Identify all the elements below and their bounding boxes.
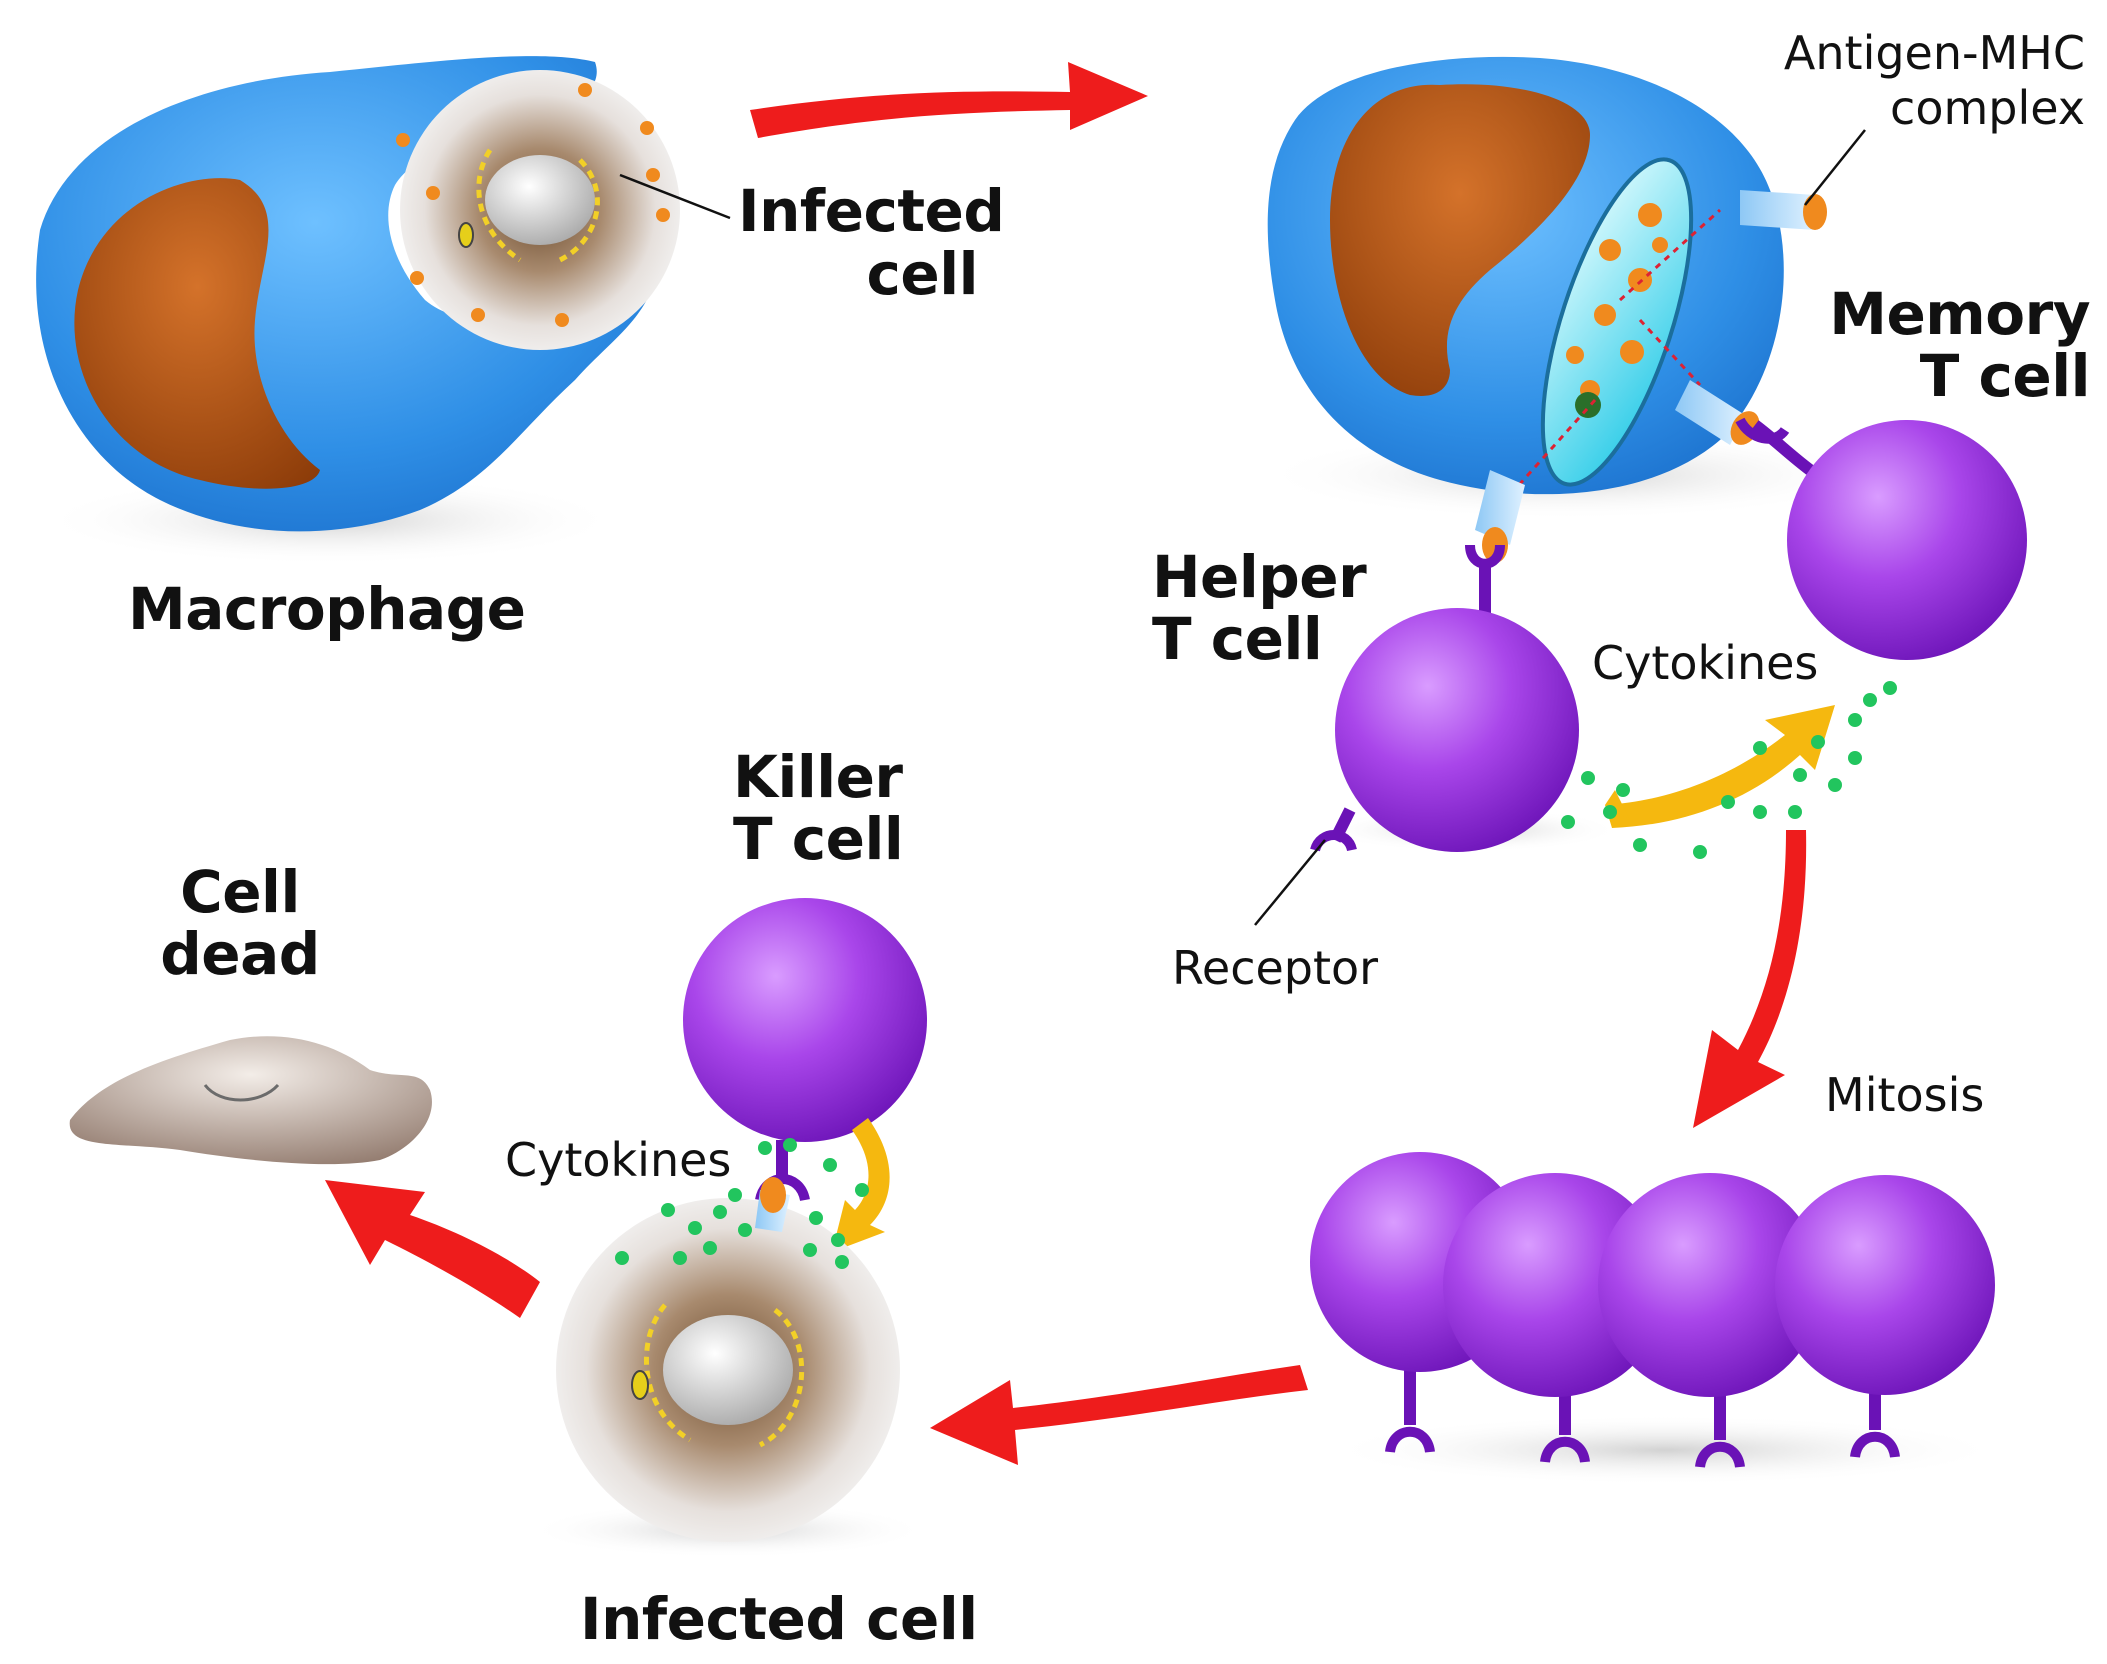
mitosis-t-cells	[1310, 1152, 2005, 1485]
mitosis-t-cell-4	[1775, 1175, 1995, 1459]
label-cell-dead-line1: Cell	[180, 858, 300, 926]
label-infected-cell-top-line1: Infected	[738, 177, 1005, 245]
mitosis-t-cell-2	[1443, 1173, 1667, 1464]
label-infected-cell-top-line2: cell	[866, 240, 979, 308]
mitosis-t-cell-3	[1598, 1173, 1822, 1469]
cytokine-dots-right	[1561, 681, 1897, 859]
memory-t-cell	[1735, 417, 2027, 660]
label-killer-t-cell-line1: Killer	[733, 743, 903, 811]
cytokine-arrow-left	[832, 1118, 890, 1252]
label-helper-t-cell-line1: Helper	[1152, 543, 1367, 611]
infected-cell-bottom	[528, 1177, 928, 1558]
label-macrophage: Macrophage	[128, 575, 526, 643]
antigen-mhc-pointer-line	[1804, 129, 1866, 206]
label-receptor: Receptor	[1172, 941, 1379, 995]
label-cytokines-right: Cytokines	[1592, 636, 1819, 690]
infected-cell-pointer-line	[619, 173, 731, 220]
arrow-to-mitosis	[1693, 830, 1807, 1128]
cytokine-dots-left	[615, 1138, 869, 1269]
helper-t-cell	[1310, 544, 1620, 852]
label-infected-cell-bottom: Infected cell	[580, 1585, 978, 1653]
label-helper-t-cell-line2: T cell	[1152, 605, 1323, 673]
label-antigen-mhc-line1: Antigen-MHC	[1783, 26, 2085, 80]
macrophage-cell	[36, 56, 656, 565]
label-memory-t-cell-line1: Memory	[1829, 280, 2090, 348]
dead-cell	[69, 1036, 432, 1165]
label-cytokines-left: Cytokines	[505, 1133, 732, 1187]
label-killer-t-cell-line2: T cell	[733, 805, 904, 873]
cytokine-arrow-right	[1605, 705, 1835, 828]
label-mitosis: Mitosis	[1825, 1068, 1985, 1122]
infected-cell-top	[396, 70, 731, 350]
arrow-to-infected-cell	[930, 1365, 1308, 1465]
arrow-to-cell-dead	[325, 1180, 540, 1318]
label-antigen-mhc-line2: complex	[1890, 81, 2085, 135]
receptor-pointer-line	[1254, 839, 1326, 926]
antigen-dots-top	[396, 83, 670, 327]
arrow-macrophage-to-apc	[750, 62, 1148, 138]
mhc-stalks	[1475, 190, 1827, 563]
antigen-presenting-cell	[1260, 56, 1880, 520]
label-cell-dead-line2: dead	[160, 920, 320, 988]
label-memory-t-cell-line2: T cell	[1919, 342, 2091, 410]
